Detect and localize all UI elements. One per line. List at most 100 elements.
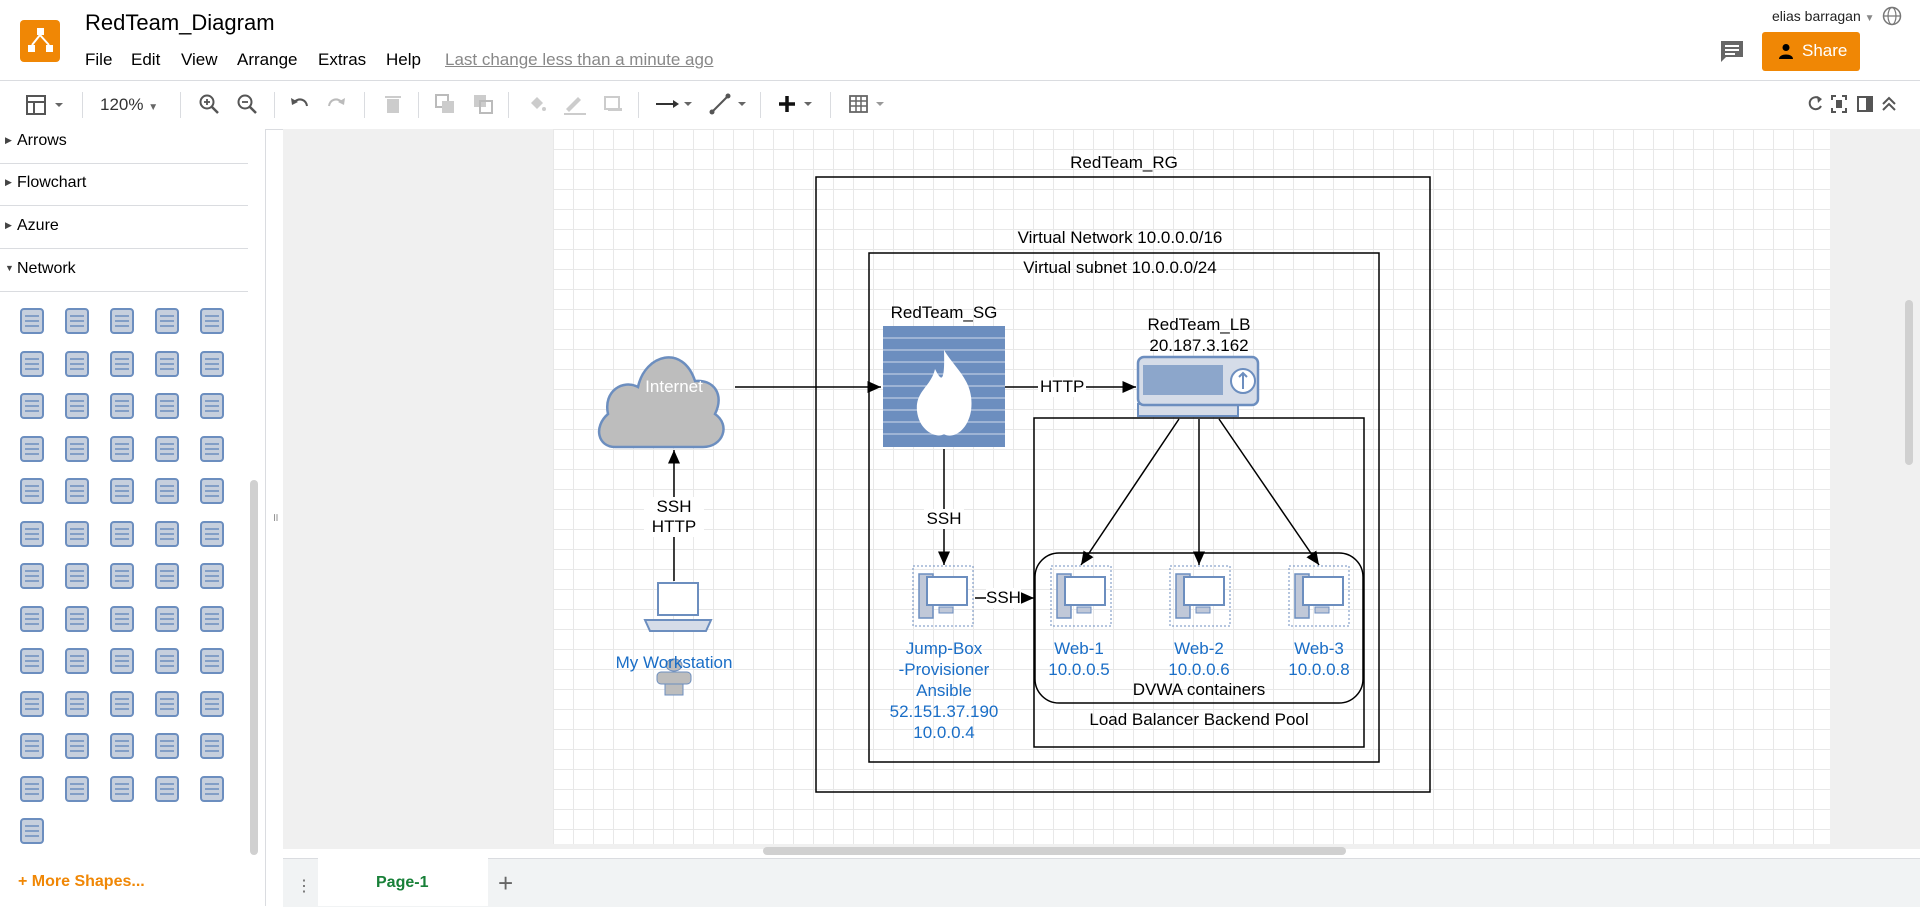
buildings-icon[interactable] [102,345,142,383]
category-flowchart[interactable]: ▶Flowchart [0,163,248,206]
scanner-icon[interactable] [12,600,52,638]
menu-edit[interactable]: Edit [131,50,161,69]
cable-icon[interactable] [102,302,142,340]
lock-icon[interactable] [57,600,97,638]
hub-icon[interactable] [147,472,187,510]
biohazard-icon[interactable] [102,770,142,808]
add-page-icon[interactable]: + [498,868,514,898]
database-icon[interactable] [12,642,52,680]
gamepad-icon[interactable] [192,387,232,425]
document-title[interactable]: RedTeam_Diagram [85,10,275,35]
to-front-icon[interactable] [434,93,456,117]
display-icon[interactable] [12,685,52,723]
lightning-icon[interactable] [147,302,187,340]
category-network[interactable]: ▼Network [0,249,248,292]
table-icon[interactable] [848,93,890,117]
sun-icon[interactable] [12,302,52,340]
format-panel-icon[interactable] [1856,93,1874,117]
sync-icon[interactable] [1806,93,1824,117]
workstation-icon[interactable] [12,515,52,553]
diagram-page[interactable] [553,129,1830,844]
network-card-icon[interactable] [102,642,142,680]
laptop-icon[interactable] [57,430,97,468]
switch-icon[interactable] [12,430,52,468]
wifi-router-icon[interactable] [12,812,52,850]
sidebar-scrollbar[interactable] [250,480,258,855]
last-change-link[interactable]: Last change less than a minute ago [445,50,714,69]
server-stack-icon[interactable] [192,515,232,553]
mobile-icon[interactable] [12,472,52,510]
printer-rack-icon[interactable] [192,345,232,383]
database-server-icon[interactable] [192,600,232,638]
touch-icon[interactable] [192,302,232,340]
zoom-in-icon[interactable] [198,93,220,117]
usb-hub-icon[interactable] [57,642,97,680]
antenna-array-icon[interactable] [57,302,97,340]
tab-page-1[interactable]: Page-1 [318,858,488,906]
bridge-icon[interactable] [192,472,232,510]
redo-icon[interactable] [326,93,348,117]
fax-icon[interactable] [102,515,142,553]
virtual-rack-icon[interactable] [57,770,97,808]
users-icon[interactable] [12,727,52,765]
to-back-icon[interactable] [472,93,494,117]
fullscreen-icon[interactable] [1830,93,1848,117]
page-menu-icon[interactable]: ⋮ [296,878,312,895]
user-alt-icon[interactable] [102,727,142,765]
printer-icon[interactable] [147,515,187,553]
zoom-select[interactable]: 120% ▼ [100,95,158,119]
monitor-icon[interactable] [102,472,142,510]
wireless-router-icon[interactable] [192,770,232,808]
share-button[interactable]: Share [1762,32,1860,71]
menu-arrange[interactable]: Arrange [237,50,298,69]
undo-icon[interactable] [288,93,310,117]
rack-icon[interactable] [102,685,142,723]
category-arrows[interactable]: ▶Arrows [0,121,248,164]
firewall-icon[interactable] [147,387,187,425]
usb-stick-icon[interactable] [192,685,232,723]
nas-icon[interactable] [147,685,187,723]
canvas-vertical-scrollbar[interactable] [1905,300,1913,465]
cloud-icon[interactable] [57,345,97,383]
storage-icon[interactable] [147,600,187,638]
desktop-pc-icon[interactable] [12,387,52,425]
more-shapes-button[interactable]: + More Shapes... [18,873,145,890]
switch-small-icon[interactable] [102,557,142,595]
insert-plus-icon[interactable] [776,93,818,117]
menu-extras[interactable]: Extras [318,50,367,69]
fill-color-icon[interactable] [526,93,548,117]
zoom-out-icon[interactable] [236,93,258,117]
comment-icon[interactable] [1718,38,1746,64]
collapse-up-icon[interactable] [1880,93,1898,117]
camera-icon[interactable] [102,600,142,638]
language-globe-icon[interactable] [1882,6,1902,26]
user-icon[interactable] [57,727,97,765]
modem-icon[interactable] [57,472,97,510]
data-storage-icon[interactable] [192,642,232,680]
city-icon[interactable] [12,345,52,383]
secure-server-icon[interactable] [147,770,187,808]
satellite-dish-icon[interactable] [192,557,232,595]
format-panel-toggle-icon[interactable] [26,93,66,117]
radio-tower-icon[interactable] [57,557,97,595]
menu-file[interactable]: File [85,50,113,69]
category-azure[interactable]: ▶Azure [0,206,248,249]
unlock-icon[interactable] [57,685,97,723]
external-drive-icon[interactable] [102,387,142,425]
shadow-icon[interactable] [602,93,624,117]
user-account[interactable]: elias barragan ▼ [1772,8,1875,24]
line-color-icon[interactable] [562,93,588,117]
menu-help[interactable]: Help [386,50,421,69]
tablet-icon[interactable] [147,642,187,680]
menu-view[interactable]: View [181,50,218,69]
satellite-icon[interactable] [147,557,187,595]
phone-icon[interactable] [57,515,97,553]
splitter-handle-icon[interactable]: ॥ [272,512,279,524]
tower-server-icon[interactable] [57,387,97,425]
virtual-server-icon[interactable] [12,770,52,808]
canvas-horizontal-scrollbar[interactable] [763,847,1346,855]
server-rack-icon[interactable] [192,430,232,468]
router-icon[interactable] [102,430,142,468]
waypoint-style-icon[interactable] [708,93,750,117]
delete-icon[interactable] [382,93,404,117]
